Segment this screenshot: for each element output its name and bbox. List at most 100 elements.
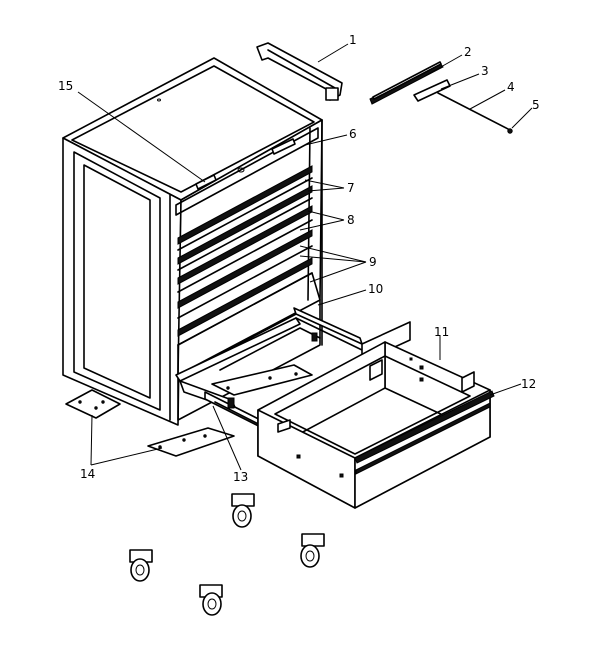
caster-plate [231,493,255,507]
caster-wheel [232,504,252,528]
leader-7b [307,187,345,192]
bolt-hole [101,400,105,404]
leader-5 [511,107,533,129]
drawer-fronts [177,165,313,346]
leader-6 [304,134,348,146]
leader-14b [90,447,163,466]
bolt-hole [182,438,186,442]
slide-rail-right-inner [295,317,363,351]
caster-3 [129,549,153,582]
caster-wheel [300,544,320,568]
callout-labels: 1 2 3 4 5 6 7 8 9 10 11 12 13 14 15 [58,33,540,484]
leader-10 [317,289,367,306]
drawer-floor [274,355,471,455]
leader-9a [299,245,367,263]
callout-13: 13 [233,470,248,484]
drawer-divider-3 [177,219,313,293]
caster-4 [199,584,223,616]
callout-8: 8 [347,213,355,227]
open-drawer [257,321,495,509]
lock-rod [437,92,511,131]
bolt-hole [78,400,82,404]
base-plate-bottom [147,427,235,457]
base-plate-left [65,389,121,419]
leader-13 [212,405,242,471]
handle-end [325,87,339,101]
caster-hub [135,564,145,576]
drawer-slot [409,357,413,361]
top-hole [237,167,245,173]
rod-end [507,128,513,134]
callout-7: 7 [347,181,355,195]
front-top-trim [175,127,319,216]
callout-11: 11 [434,325,449,339]
caster-hub [207,598,217,610]
bolt-hole [226,386,230,390]
callout-2: 2 [464,45,472,59]
drawer-slide-tab [277,419,291,433]
callout-6: 6 [349,127,357,141]
handle-bar-edge [267,49,336,89]
cabinet-left-side-frame [73,151,161,411]
caster-hub [305,550,315,562]
caster-plate [301,533,325,547]
drawer-handle-4 [177,229,313,309]
cabinet-left-side-inset [83,164,151,399]
callout-3: 3 [481,64,489,78]
caster-1 [231,493,255,528]
slide-roller [311,332,318,342]
drawer-slot [339,473,344,478]
drawer-divider-1 [177,177,313,251]
caster-wheel [202,592,222,616]
drawer-clip-2 [461,371,475,393]
drawer-handle-1 [177,165,313,245]
drawer-slot [419,365,424,370]
leader-14a [90,414,93,466]
top-hole-2 [157,98,161,102]
lock-plate [195,174,217,190]
callout-4: 4 [507,80,515,94]
leader-8b [299,219,345,231]
leader-1 [317,43,349,63]
leader-9c [309,261,367,283]
lock-bar-outline [372,61,442,100]
slide-rail-left [175,317,301,382]
slide-rail-right [293,307,363,345]
bolt-hole [268,376,272,380]
caster-hub [237,510,247,522]
drawer-handle-2 [177,185,313,265]
leader-15 [77,91,206,183]
bolt-hole [203,434,207,438]
caster-2 [300,533,325,568]
leader-4 [469,89,506,110]
bolt-hole [94,406,98,410]
leader-12 [489,383,522,396]
leader-7a [304,179,345,189]
slide-roller [227,397,235,409]
drawer-clip [369,359,383,381]
leader-9b [299,255,367,263]
callout-14: 14 [80,467,95,481]
mounting-plate-center [211,364,313,396]
leader-lines [77,43,533,471]
callout-9: 9 [369,255,377,269]
cabinet-left-side [62,137,182,426]
drawer-handle-5 [177,257,313,337]
leader-3 [440,73,480,90]
drawer-divider-2 [177,197,313,271]
caster-wheel [130,558,150,582]
callout-1: 1 [349,33,357,47]
drawer-slot [419,377,424,382]
side-handle [256,42,343,101]
callout-15: 15 [58,79,73,93]
leader-8a [307,210,345,221]
top-plate [271,138,296,155]
callout-10: 10 [368,282,383,296]
lock-bracket [413,79,451,102]
cabinet-top-inner [71,65,315,193]
bolt-hole [294,372,298,376]
drawer-slot [296,454,301,459]
drawer-pull [355,402,491,475]
callout-5: 5 [532,98,540,112]
